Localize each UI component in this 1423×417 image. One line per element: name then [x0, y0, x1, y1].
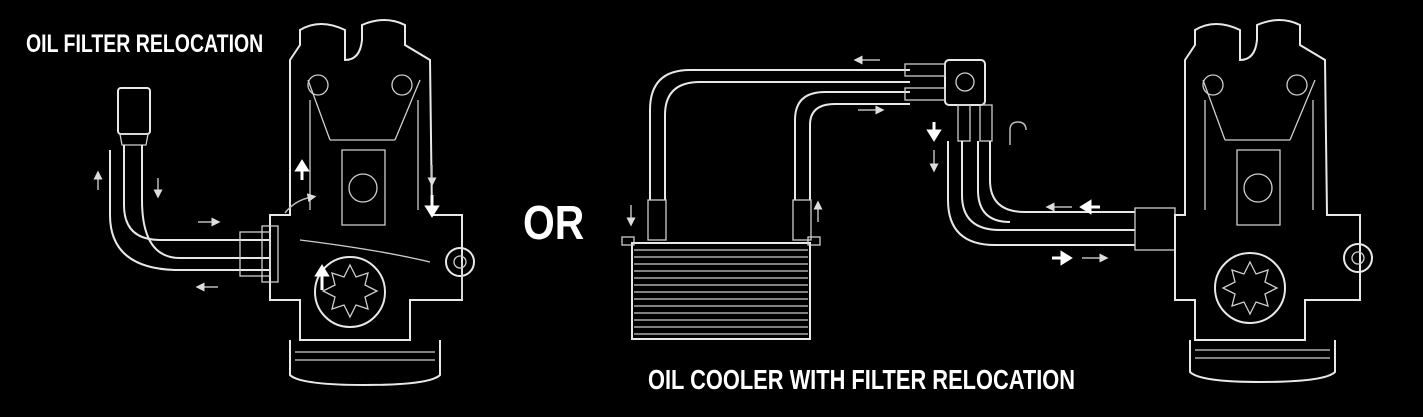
remote-filter-head [904, 59, 993, 142]
cooler-hoses [647, 69, 910, 241]
left-diagram-title: OIL FILTER RELOCATION [26, 30, 264, 58]
engine-left [269, 19, 475, 387]
flow-arrows-left [93, 159, 440, 292]
oil-filter-left [117, 87, 151, 146]
right-diagram-title: OIL COOLER WITH FILTER RELOCATION [648, 364, 1076, 395]
engine-hoses-right [947, 141, 1176, 251]
hoses-left [109, 145, 279, 283]
or-separator: OR [523, 197, 585, 250]
oil-cooler [621, 236, 821, 340]
engine-right [1174, 19, 1373, 384]
flow-arrows-middle [626, 55, 1109, 266]
